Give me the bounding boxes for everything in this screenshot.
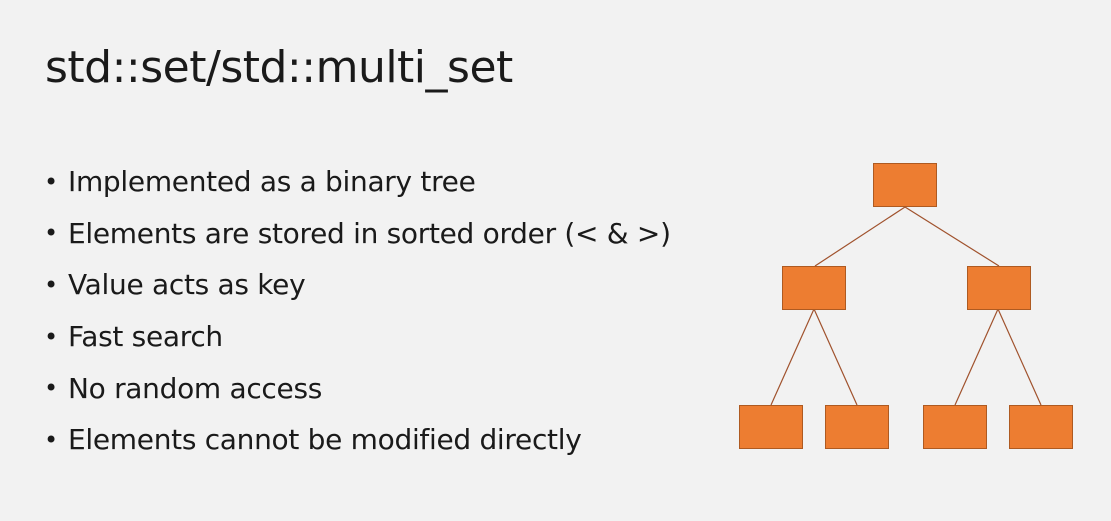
bullet-glyph: • — [44, 270, 58, 299]
tree-node-left — [782, 266, 846, 310]
bullet-text: No random access — [68, 371, 323, 405]
bullet-list: • Implemented as a binary tree • Element… — [44, 156, 671, 466]
tree-edge-left-leaf2 — [813, 308, 858, 406]
bullet-text: Implemented as a binary tree — [68, 165, 476, 199]
bullet-item: • Value acts as key — [44, 259, 671, 311]
bullet-glyph: • — [44, 219, 58, 248]
tree-edge-root-right — [904, 206, 1000, 267]
bullet-text: Fast search — [68, 320, 223, 354]
tree-node-leaf-1 — [739, 405, 803, 449]
tree-node-right — [967, 266, 1031, 310]
bullet-text: Elements are stored in sorted order (< &… — [68, 216, 671, 250]
tree-node-leaf-4 — [1009, 405, 1073, 449]
tree-node-leaf-3 — [923, 405, 987, 449]
tree-node-leaf-2 — [825, 405, 889, 449]
bullet-text: Elements cannot be modified directly — [68, 423, 582, 457]
bullet-text: Value acts as key — [68, 268, 306, 302]
tree-node-root — [873, 163, 937, 207]
bullet-glyph: • — [44, 425, 58, 454]
bullet-item: • Elements cannot be modified directly — [44, 414, 671, 466]
bullet-item: • Implemented as a binary tree — [44, 156, 671, 208]
bullet-item: • Fast search — [44, 311, 671, 363]
tree-edge-right-leaf4 — [997, 308, 1042, 406]
tree-edge-root-left — [814, 206, 906, 267]
bullet-item: • No random access — [44, 362, 671, 414]
tree-edge-right-leaf3 — [954, 308, 999, 406]
slide-title: std::set/std::multi_set — [45, 42, 513, 93]
bullet-glyph: • — [44, 322, 58, 351]
bullet-glyph: • — [44, 374, 58, 403]
bullet-item: • Elements are stored in sorted order (<… — [44, 208, 671, 260]
bullet-glyph: • — [44, 167, 58, 196]
tree-edge-left-leaf1 — [770, 308, 815, 406]
